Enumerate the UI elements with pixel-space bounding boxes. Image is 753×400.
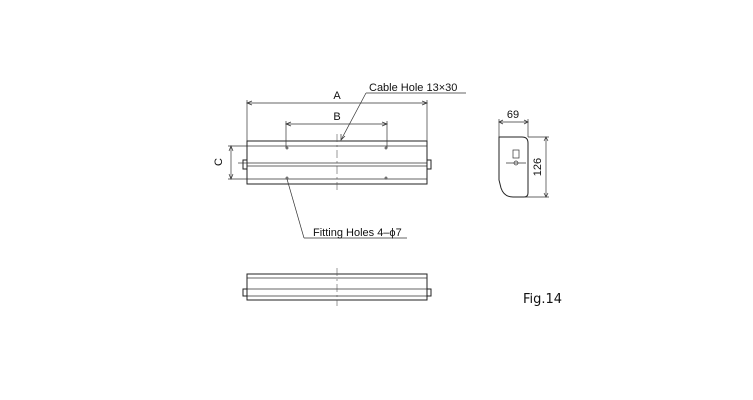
fitting-holes-label: Fitting Holes 4–ϕ7 — [313, 227, 402, 239]
front-right-cap — [426, 288, 432, 297]
dimension-b: B — [285, 111, 388, 148]
width-69-label: 69 — [507, 109, 519, 121]
figure-caption: Fig.14 — [523, 292, 562, 307]
side-view-profile — [498, 136, 529, 198]
right-end-cap — [426, 159, 432, 170]
dimension-a: A — [246, 90, 428, 141]
front-left-cap — [242, 288, 248, 297]
dimension-c-label: C — [213, 158, 225, 166]
height-126-label: 126 — [532, 158, 544, 176]
dimension-b-label: B — [333, 111, 340, 123]
cable-hole-callout: Cable Hole 13×30 — [340, 82, 466, 141]
side-view: 69 126 — [498, 109, 549, 198]
fitting-hole-mark — [384, 176, 388, 180]
top-view — [242, 134, 432, 190]
front-view — [242, 268, 432, 306]
fitting-holes-callout: Fitting Holes 4–ϕ7 — [286, 178, 407, 239]
cable-hole-label: Cable Hole 13×30 — [369, 82, 457, 94]
dimension-a-label: A — [333, 90, 341, 102]
fitting-hole-mark — [285, 176, 289, 180]
dimension-c: C — [213, 145, 247, 180]
left-end-cap — [242, 159, 248, 170]
side-view-bracket — [512, 149, 520, 159]
